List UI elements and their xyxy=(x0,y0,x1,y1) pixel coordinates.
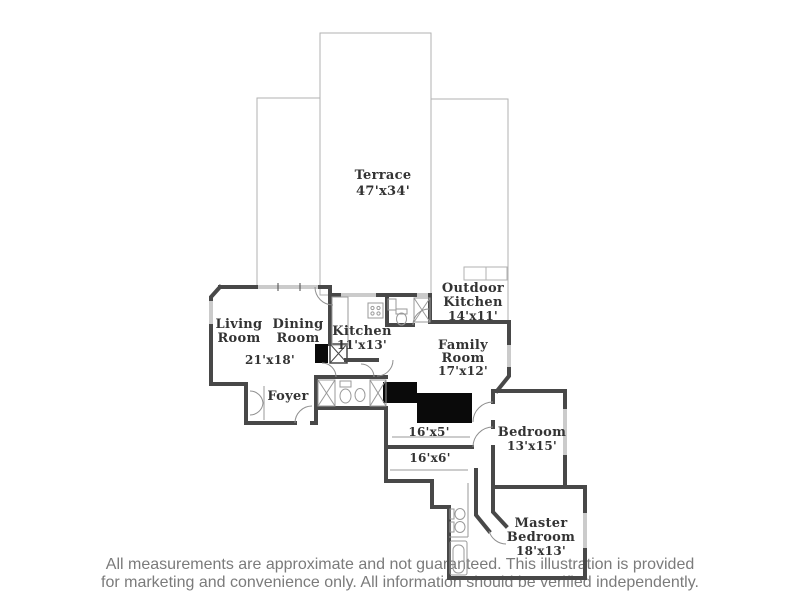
label-gallery-lower-dims: 16'x6' xyxy=(409,451,450,465)
label-family-2: Room xyxy=(441,351,484,366)
label-master-dims: 18'x13' xyxy=(516,544,566,558)
label-dining-2: Room xyxy=(276,331,319,346)
label-living-dims: 21'x18' xyxy=(245,353,295,367)
label-outdoor-kitchen-dims: 14'x11' xyxy=(448,309,498,323)
kitchen-range xyxy=(367,302,384,319)
label-gallery-upper-dims: 16'x5' xyxy=(408,425,449,439)
label-terrace-dims: 47'x34' xyxy=(356,184,410,199)
label-family-dims: 17'x12' xyxy=(438,364,488,378)
label-bedroom-dims: 13'x15' xyxy=(507,439,557,453)
label-living-1: Living xyxy=(216,317,263,332)
bath-fixtures-kitchen xyxy=(387,297,431,326)
bathtub xyxy=(449,540,468,576)
label-dining-1: Dining xyxy=(273,317,324,332)
label-kitchen-dims: 11'x13' xyxy=(337,338,387,352)
bifold-door xyxy=(249,402,264,416)
label-living-2: Room xyxy=(217,331,260,346)
label-master-1: Master xyxy=(514,516,567,531)
bifold-door xyxy=(249,390,264,404)
door-arcs xyxy=(249,286,507,545)
label-family-1: Family xyxy=(438,338,488,353)
disclaimer-line-1: All measurements are approximate and not… xyxy=(105,556,695,573)
powder-room-fixtures xyxy=(317,379,387,407)
room-labels: Terrace 47'x34' Outdoor Kitchen 14'x11' … xyxy=(216,168,575,558)
label-kitchen: Kitchen xyxy=(332,324,392,339)
kitchen-counter xyxy=(331,296,349,346)
fixtures xyxy=(263,296,470,576)
label-foyer: Foyer xyxy=(267,389,308,404)
windows xyxy=(209,283,587,548)
master-bath-fixtures xyxy=(449,483,469,576)
label-terrace: Terrace xyxy=(355,168,412,183)
service-cores xyxy=(315,343,472,423)
label-master-2: Bedroom xyxy=(507,530,575,545)
label-outdoor-kitchen-1: Outdoor xyxy=(442,281,504,296)
label-bedroom: Bedroom xyxy=(498,425,566,440)
label-outdoor-kitchen-2: Kitchen xyxy=(443,295,503,310)
